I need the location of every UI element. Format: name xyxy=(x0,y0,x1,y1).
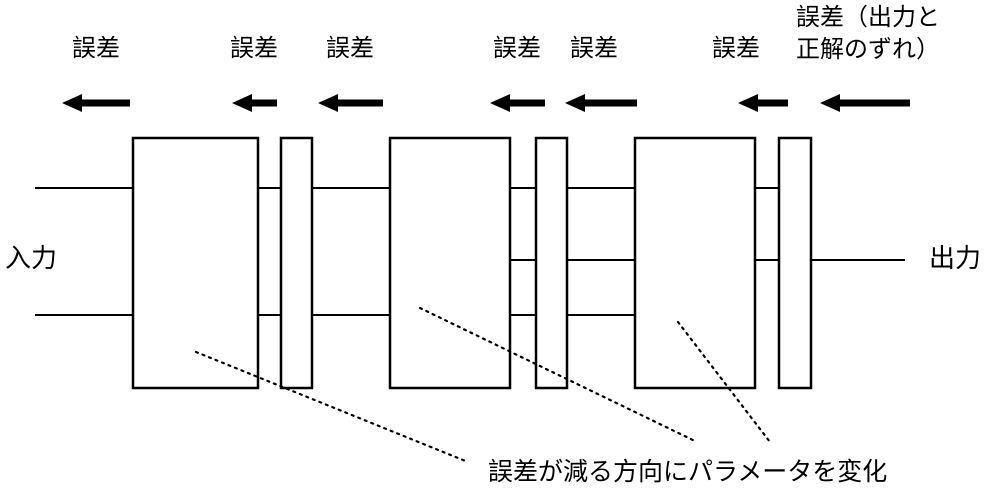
error-label-6: 誤差 xyxy=(712,35,760,62)
activation-box-1 xyxy=(279,136,314,390)
leader-line-2 xyxy=(418,306,699,444)
output-label: 出力 xyxy=(929,243,982,273)
error-label-1: 誤差 xyxy=(72,35,120,62)
layer-box-2 xyxy=(388,136,512,390)
leader-line-3 xyxy=(676,320,772,444)
error-arrow-3 xyxy=(318,94,383,112)
error-arrow-6 xyxy=(738,94,788,112)
error-label-4: 誤差 xyxy=(493,35,541,62)
error-label-5: 誤差 xyxy=(570,35,618,62)
error-arrow-5 xyxy=(565,94,637,112)
error-label-3: 誤差 xyxy=(326,35,374,62)
error-arrow-1 xyxy=(62,94,130,112)
bottom-note: 誤差が減る方向にパラメータを変化 xyxy=(488,458,888,486)
activation-box-2 xyxy=(534,136,569,390)
layer-box-3 xyxy=(633,136,757,390)
layer-boxes xyxy=(131,136,813,390)
error-arrow-2 xyxy=(232,94,277,112)
input-label: 入力 xyxy=(5,243,58,273)
error-arrow-7 xyxy=(820,94,910,112)
error-output-note: 誤差（出力と 正解のずれ） xyxy=(796,4,940,64)
error-arrows xyxy=(62,94,910,112)
layer-box-1 xyxy=(131,136,260,390)
error-label-2: 誤差 xyxy=(230,35,278,62)
dotted-leader-lines xyxy=(194,306,772,464)
connection-lines xyxy=(35,187,905,316)
activation-box-3 xyxy=(777,136,813,390)
error-arrow-4 xyxy=(490,94,545,112)
leader-line-1 xyxy=(194,350,470,464)
